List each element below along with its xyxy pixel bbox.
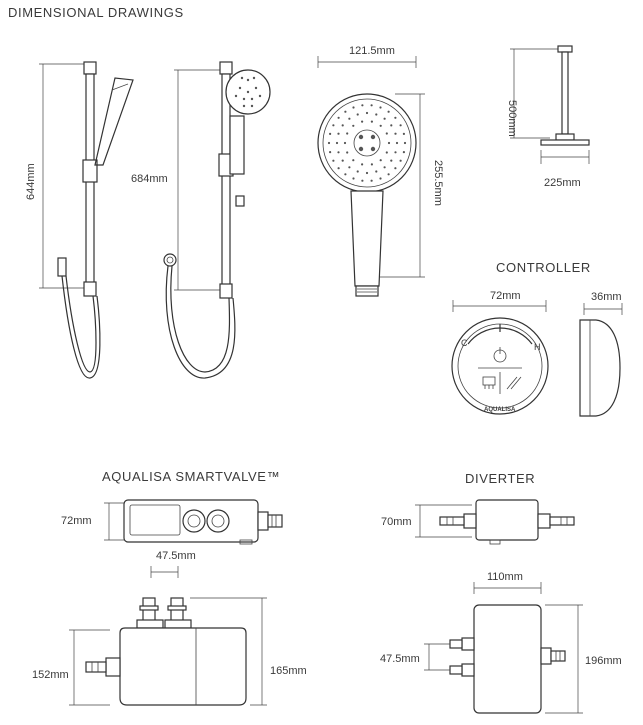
spray-nozzle-dot: [361, 104, 364, 107]
smartvalve-inlet-spacing-label: 47.5mm: [156, 550, 196, 562]
spray-nozzle-dot: [402, 151, 405, 154]
controller-hot-label: H: [534, 342, 541, 352]
spray-nozzle-dot: [383, 117, 386, 120]
spray-nozzle-dot: [327, 141, 331, 145]
rail-kit-1-height-label: 644mm: [25, 163, 37, 200]
diverter-front-drawing: [424, 582, 583, 714]
spray-nozzle-dot: [394, 132, 397, 135]
spray-nozzle-dot: [346, 132, 349, 135]
spray-nozzle-dot: [344, 110, 347, 113]
handset-drawing: [317, 56, 425, 297]
spray-nozzle-dot: [337, 116, 340, 119]
spray-nozzle-dot: [329, 151, 332, 154]
spray-nozzle-dot: [365, 171, 369, 175]
spray-nozzle-dot: [337, 167, 340, 170]
spray-nozzle-dot: [341, 159, 344, 162]
rail-kit-1-drawing: [39, 61, 134, 379]
spray-nozzle-dot: [394, 151, 397, 154]
ceiling-head-width-label: 225mm: [544, 177, 581, 189]
spray-nozzle-dot: [356, 113, 359, 116]
spray-nozzle-dot: [344, 173, 347, 176]
page-title: DIMENSIONAL DRAWINGS: [8, 5, 184, 20]
spray-nozzle-dot: [375, 113, 378, 116]
spray-nozzle-dot: [385, 132, 388, 135]
diverter-height-label: 196mm: [585, 655, 622, 667]
spray-nozzle-dot: [352, 177, 355, 180]
handset-height-label: 255.5mm: [432, 160, 444, 206]
controller-front-drawing: [451, 300, 549, 415]
diverter-outlet-spacing-label: 47.5mm: [380, 653, 420, 665]
spray-nozzle-dot: [341, 124, 344, 127]
rail-kit-2-height-label: 684mm: [131, 173, 168, 185]
spray-nozzle-dot: [370, 104, 373, 107]
spray-nozzle-dot: [332, 124, 335, 127]
spray-nozzle-dot: [370, 163, 373, 166]
spray-nozzle-dot: [332, 159, 335, 162]
spray-nozzle-dot: [387, 141, 391, 145]
spray-nozzle-dot: [402, 132, 405, 135]
diverter-heading: DIVERTER: [465, 471, 535, 486]
smartvalve-front-drawing: [69, 566, 267, 706]
spray-nozzle-dot: [335, 141, 339, 145]
spray-nozzle-dot: [352, 106, 355, 109]
spray-nozzle-dot: [348, 166, 351, 169]
spray-nozzle-dot: [399, 159, 402, 162]
spray-nozzle-dot: [348, 117, 351, 120]
spray-nozzle-dot: [365, 111, 369, 115]
spray-nozzle-dot: [337, 151, 340, 154]
diverter-depth-label: 70mm: [381, 516, 412, 528]
spray-nozzle-dot: [403, 141, 407, 145]
controller-brand-label: AQUALISA: [484, 407, 516, 413]
smartvalve-heading: AQUALISA SMARTVALVE™: [102, 469, 280, 484]
smartvalve-top-drawing: [104, 499, 283, 545]
spray-nozzle-dot: [390, 124, 393, 127]
spray-nozzle-dot: [379, 159, 382, 162]
spray-nozzle-dot: [383, 166, 386, 169]
spray-nozzle-dot: [394, 116, 397, 119]
spray-nozzle-dot: [346, 151, 349, 154]
spray-nozzle-dot: [361, 163, 364, 166]
spray-nozzle-dot: [379, 177, 382, 180]
spray-nozzle-dot: [370, 120, 373, 123]
spray-nozzle-dot: [399, 124, 402, 127]
spray-nozzle-dot: [387, 173, 390, 176]
spray-nozzle-dot: [343, 141, 347, 145]
ceiling-arm-drawing: [510, 45, 590, 164]
handset-width-label: 121.5mm: [349, 45, 395, 57]
diverter-width-label: 110mm: [487, 571, 523, 583]
spray-nozzle-dot: [387, 110, 390, 113]
spray-nozzle-dot: [379, 124, 382, 127]
spray-nozzle-dot: [356, 170, 359, 173]
spray-nozzle-dot: [390, 159, 393, 162]
controller-cold-label: C: [461, 338, 468, 348]
spray-nozzle-dot: [394, 167, 397, 170]
spray-nozzle-dot: [395, 141, 399, 145]
controller-width-label: 72mm: [490, 290, 521, 302]
spray-nozzle-dot: [352, 124, 355, 127]
spray-nozzle-dot: [375, 170, 378, 173]
controller-depth-label: 36mm: [591, 291, 622, 303]
spray-nozzle-dot: [337, 132, 340, 135]
spray-nozzle-dot: [379, 106, 382, 109]
spray-nozzle-dot: [385, 151, 388, 154]
spray-nozzle-dot: [361, 120, 364, 123]
smartvalve-depth-label: 72mm: [61, 515, 92, 527]
rail-kit-2-drawing: [163, 61, 271, 379]
ceiling-arm-height-label: 500mm: [506, 100, 518, 137]
controller-side-drawing: [579, 303, 623, 417]
diverter-top-drawing: [415, 499, 575, 545]
smartvalve-height-right-label: 165mm: [270, 665, 307, 677]
smartvalve-height-left-label: 152mm: [32, 669, 69, 681]
spray-nozzle-dot: [352, 159, 355, 162]
controller-heading: CONTROLLER: [496, 260, 591, 275]
spray-nozzle-dot: [361, 179, 364, 182]
spray-nozzle-dot: [329, 132, 332, 135]
spray-nozzle-dot: [370, 179, 373, 182]
